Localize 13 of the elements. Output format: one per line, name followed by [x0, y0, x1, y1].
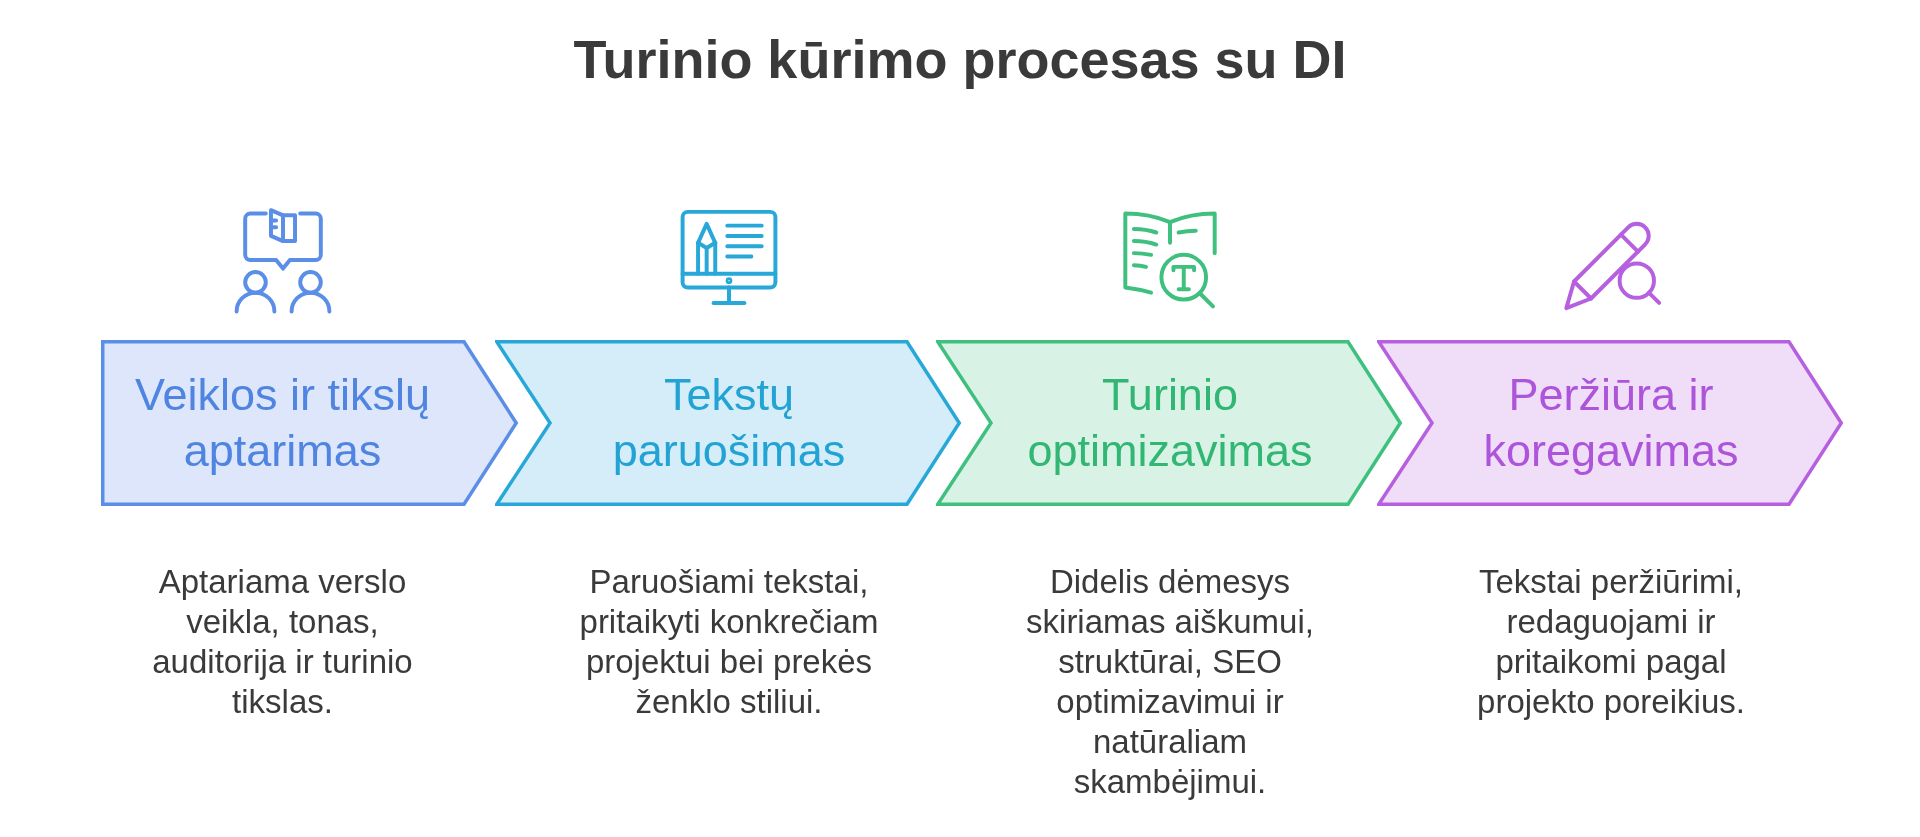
- step-description: Aptariama verslo veikla, tonas, auditorija ir turinio tikslas.: [151, 562, 414, 722]
- process-step: [495, 340, 962, 506]
- step-label: Turinio optimizavimas: [1026, 368, 1314, 478]
- step-description: Didelis dėmesys skiriamas aiškumui, struktūrai, SEO optimizavimui ir natūraliam skambėjimui.: [1025, 562, 1315, 802]
- step-label: Tekstų paruošimas: [611, 368, 847, 478]
- diagram-title: Turinio kūrimo procesas su DI: [573, 28, 1347, 91]
- process-step: [936, 340, 1403, 506]
- process-step: [101, 340, 519, 506]
- step-label: Peržiūra ir koregavimas: [1482, 368, 1740, 478]
- process-step: [1377, 340, 1844, 506]
- step-description: Paruošiami tekstai, pritaikyti konkrečiam projektui bei prekės ženklo stiliui.: [578, 562, 880, 722]
- step-description: Tekstai peržiūrimi, redaguojami ir pritaikomi pagal projekto poreikius.: [1476, 562, 1746, 722]
- step-label: Veiklos ir tikslų aptarimas: [133, 368, 432, 478]
